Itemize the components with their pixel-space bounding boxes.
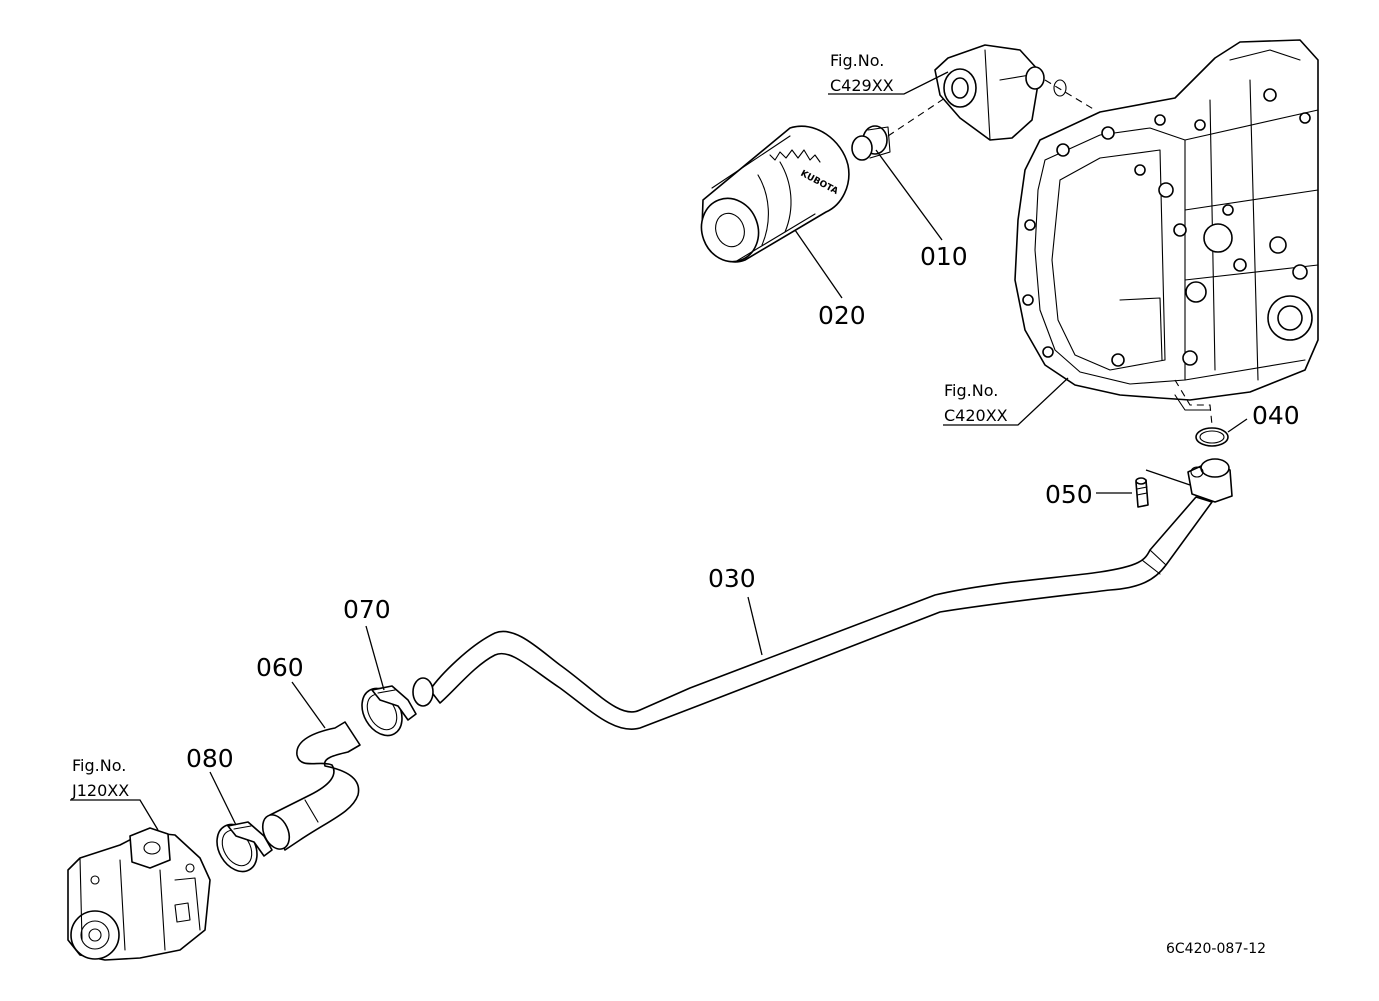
figure-ref-c420xx: Fig.No. C420XX xyxy=(944,381,1008,425)
oil-filter-020: KUBOTA xyxy=(700,125,850,263)
figure-ref-code: J120XX xyxy=(71,781,129,800)
figure-ref-code: C429XX xyxy=(830,76,894,95)
callout-010: 010 xyxy=(920,242,968,271)
callout-050: 050 xyxy=(1045,480,1093,509)
callout-070: 070 xyxy=(343,595,391,624)
callout-040: 040 xyxy=(1252,401,1300,430)
suction-pipe-030 xyxy=(412,458,1233,730)
figure-ref-j120xx: Fig.No. J120XX xyxy=(71,756,129,800)
hose-clamp-070 xyxy=(361,685,417,737)
callout-060: 060 xyxy=(256,653,304,682)
rubber-hose-060 xyxy=(261,721,361,851)
o-ring-040 xyxy=(1195,427,1229,447)
callout-080: 080 xyxy=(186,744,234,773)
drawing-code: 6C420-087-12 xyxy=(1166,941,1266,957)
figure-ref-c429xx: Fig.No. C429XX xyxy=(830,51,894,95)
transmission-case xyxy=(1014,39,1319,411)
filter-housing-bracket xyxy=(934,44,1213,426)
figure-ref-code: C420XX xyxy=(944,406,1008,425)
drain-plug-050 xyxy=(1135,469,1191,508)
callout-030: 030 xyxy=(708,564,756,593)
callout-020: 020 xyxy=(818,301,866,330)
leader-lines xyxy=(70,71,1248,831)
hydraulic-pump xyxy=(67,827,211,961)
hose-clamp-080 xyxy=(216,821,273,873)
figure-ref-label: Fig.No. xyxy=(72,756,126,775)
filter-nipple-010 xyxy=(851,97,946,161)
figure-ref-label: Fig.No. xyxy=(944,381,998,400)
figure-ref-label: Fig.No. xyxy=(830,51,884,70)
